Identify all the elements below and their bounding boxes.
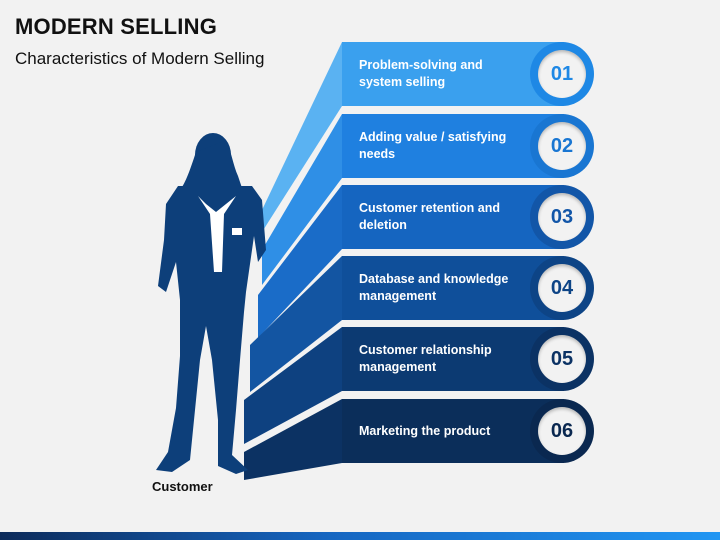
item-bar	[342, 185, 564, 249]
list-item-6: Marketing the product 06	[342, 399, 594, 463]
footer-strip	[0, 532, 720, 540]
list-item-4: Database and knowledge management 04	[342, 256, 594, 320]
customer-caption: Customer	[152, 479, 213, 494]
number-ring: 02	[530, 114, 594, 178]
stair-ribbon-1	[262, 42, 342, 232]
list-item-1: Problem-solving and system selling 01	[342, 42, 594, 106]
item-bar	[342, 42, 564, 106]
list-item-5: Customer relationship management 05	[342, 327, 594, 391]
item-number: 05	[538, 335, 586, 383]
item-number: 03	[538, 193, 586, 241]
badge-icon	[232, 228, 242, 235]
slide-title: MODERN SELLING	[15, 14, 218, 39]
number-ring: 06	[530, 399, 594, 463]
stair-ribbon-2	[262, 114, 342, 285]
number-ring: 03	[530, 185, 594, 249]
item-bar	[342, 114, 564, 178]
person-silhouette-icon	[156, 133, 266, 474]
item-label: Customer retention and deletion	[359, 201, 500, 232]
stair-ribbon-3	[258, 185, 342, 338]
list-item-3: Customer retention and deletion 03	[342, 185, 594, 249]
number-ring: 04	[530, 256, 594, 320]
item-label: Database and knowledge management	[359, 272, 509, 303]
stair-ribbon-4	[250, 256, 342, 392]
item-number: 06	[538, 407, 586, 455]
item-bar	[342, 256, 564, 320]
item-bar	[342, 327, 564, 391]
item-label: Problem-solving and system selling	[359, 58, 483, 89]
item-number: 04	[538, 264, 586, 312]
number-ring: 05	[530, 327, 594, 391]
stair-ribbon-6	[244, 399, 342, 480]
item-label: Adding value / satisfying needs	[359, 130, 507, 161]
shirt-collar	[198, 196, 236, 272]
item-label: Customer relationship management	[359, 343, 492, 374]
number-ring: 01	[530, 42, 594, 106]
list-item-2: Adding value / satisfying needs 02	[342, 114, 594, 178]
item-number: 02	[538, 122, 586, 170]
item-bar	[342, 399, 564, 463]
item-label: Marketing the product	[359, 423, 491, 438]
item-number: 01	[538, 50, 586, 98]
stair-ribbon-5	[244, 327, 342, 444]
slide-subtitle: Characteristics of Modern Selling	[15, 49, 265, 68]
